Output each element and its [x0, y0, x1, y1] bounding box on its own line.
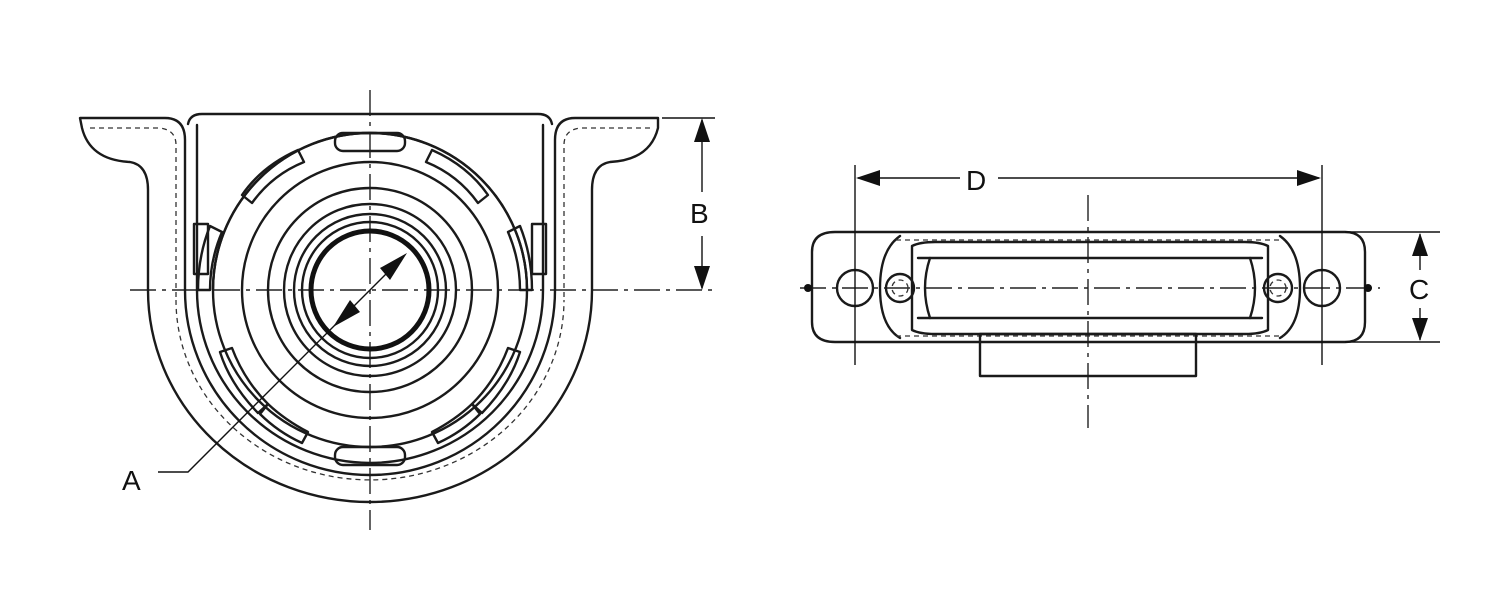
- right-flange-hidden: [563, 127, 650, 300]
- dim-d-arrow-left: [856, 170, 880, 186]
- top-strap: [186, 112, 554, 126]
- dim-d-arrow-right: [1297, 170, 1321, 186]
- left-bump: [884, 272, 916, 304]
- dim-a-label: A: [122, 465, 141, 496]
- bearing-housing: [282, 202, 458, 378]
- bore: [308, 228, 432, 352]
- left-side-pad: [192, 222, 210, 276]
- dim-b-arrow-top: [694, 118, 710, 142]
- bearing-outer-race: [266, 186, 474, 394]
- bracket-inner: [195, 123, 545, 465]
- right-bump: [1262, 272, 1294, 304]
- dim-c-arrow-bottom: [1412, 318, 1428, 341]
- bracket-hidden-arc: [175, 299, 565, 481]
- dim-a-arrow-1: [333, 300, 360, 327]
- side-cushion-left-edge: [923, 256, 932, 320]
- right-tip: [1364, 284, 1372, 292]
- dim-a-arrow-2: [380, 253, 407, 280]
- cushion-bumps: [196, 131, 534, 467]
- cushion-inner-ring: [240, 160, 500, 420]
- dim-c-label: C: [1409, 274, 1429, 305]
- right-side-pad: [530, 222, 548, 276]
- dim-b-label: B: [690, 198, 709, 229]
- front-view: A B: [78, 90, 715, 530]
- dim-b-arrow-bottom: [694, 266, 710, 290]
- right-flange-lobe: [1278, 234, 1302, 340]
- bracket-outer: [78, 116, 660, 504]
- bearing-seal: [292, 212, 448, 368]
- left-tip: [804, 284, 812, 292]
- left-flange-hidden: [90, 127, 177, 300]
- dim-d-label: D: [966, 165, 986, 196]
- dim-a-leader: [158, 321, 339, 473]
- side-cushion-right-edge: [1248, 256, 1257, 320]
- bearing-inner-race: [300, 220, 440, 360]
- bearing-hub: [978, 332, 1198, 378]
- left-bump-hidden: [891, 279, 909, 297]
- right-bump-hidden: [1269, 279, 1287, 297]
- side-cushion-body: [910, 240, 1270, 336]
- side-view: D C: [800, 165, 1440, 428]
- left-flange-lobe: [878, 234, 902, 340]
- dim-c-arrow-top: [1412, 233, 1428, 256]
